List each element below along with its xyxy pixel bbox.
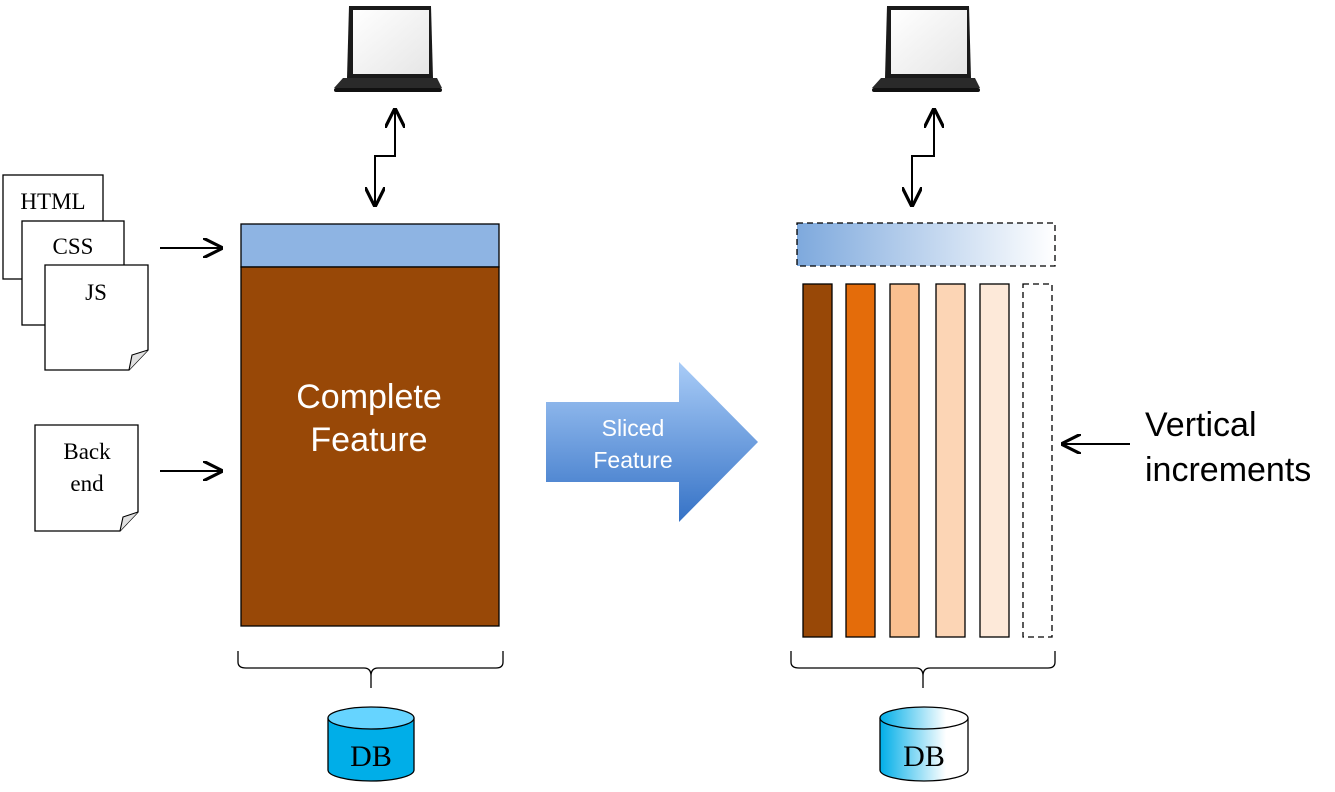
left-brace [237,651,504,688]
complete-feature-label-line2: Feature [310,421,427,459]
slice-4 [935,283,966,638]
client-connection-arrow [912,110,934,205]
laptop-icon [872,6,980,92]
js-label: JS [85,280,107,305]
sliced-feature-arrow: Sliced Feature [546,362,758,522]
database-icon: DB [879,706,969,782]
increments-label-line2: increments [1145,451,1311,489]
right-brace [790,651,1056,688]
feature-body [240,266,500,627]
js-document: JS [44,264,149,371]
complete-feature-label-line1: Complete [296,378,442,416]
sliced-feature-label-line1: Sliced [602,415,665,441]
complete-feature-block: Complete Feature [240,223,500,627]
slice-placeholder [1022,283,1053,638]
vertical-slices [802,283,1053,638]
feature-ui-layer [240,223,500,268]
html-label: HTML [20,189,85,214]
database-icon: DB [327,706,415,782]
laptop-icon [334,6,442,92]
sliced-feature-label-line2: Feature [593,447,672,473]
backend-label-line2: end [70,471,104,496]
backend-label-line1: Back [63,439,111,464]
right-db-label: DB [903,740,945,773]
slice-2 [845,283,876,638]
increments-label-line1: Vertical [1145,406,1257,444]
slice-3 [889,283,920,638]
client-connection-arrow [375,110,395,205]
left-db-label: DB [350,740,392,773]
slice-1 [802,283,833,638]
css-label: CSS [53,234,94,259]
sliced-ui-layer [796,222,1056,267]
slice-5 [979,283,1010,638]
backend-document: Back end [34,424,139,532]
